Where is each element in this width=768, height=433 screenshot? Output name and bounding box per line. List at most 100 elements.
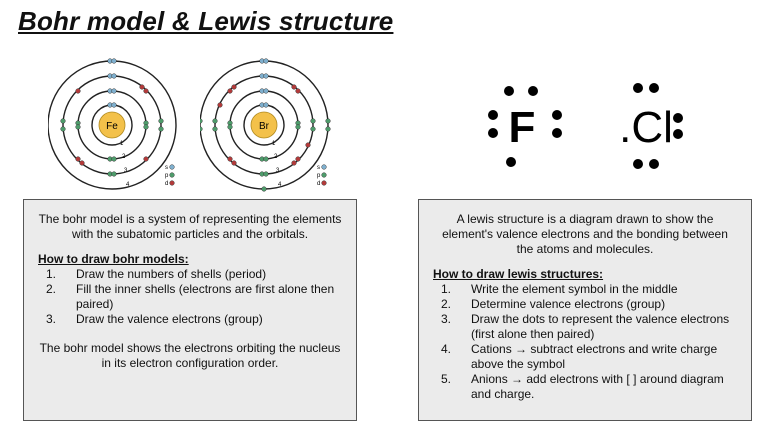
bohr-diagram-br: Br 1 2 3 4 s p d <box>200 58 331 192</box>
lewis-steps-list: 1. Write the element symbol in the middle… <box>433 282 737 402</box>
step-text: Draw the valence electrons (group) <box>76 312 263 326</box>
electron <box>111 73 117 79</box>
lewis-howto-title: How to draw lewis structures: <box>433 267 604 281</box>
electron-dot <box>673 113 683 123</box>
list-item: 3. Draw the valence electrons (group) <box>38 312 342 327</box>
shell-number: 1 <box>272 141 276 147</box>
legend-label: p <box>317 173 321 179</box>
nucleus <box>250 111 278 139</box>
shell-number: 3 <box>124 168 128 174</box>
electron <box>325 118 331 124</box>
electron <box>305 142 311 148</box>
electron <box>75 88 81 94</box>
electron <box>227 156 233 162</box>
step-number: 5. <box>441 372 452 386</box>
shell-number: 2 <box>122 154 126 160</box>
electron <box>231 84 237 90</box>
bohr-footer: The bohr model shows the electrons orbit… <box>39 341 341 370</box>
step-text: Fill the inner shells (electrons are fir… <box>76 282 335 311</box>
lewis-structure-info-box: A lewis structure is a diagram drawn to … <box>418 199 752 421</box>
electron <box>295 156 301 162</box>
lewis-symbol: .Cl <box>619 103 673 152</box>
electron-dot <box>649 159 659 169</box>
electron-dot <box>649 83 659 93</box>
electron <box>227 124 233 130</box>
step-number: 3. <box>441 312 452 326</box>
step-number: 3. <box>46 312 57 326</box>
legend-label: d <box>165 181 168 187</box>
legend-label: s <box>165 165 168 171</box>
shell-number: 1 <box>120 141 124 147</box>
electron <box>75 156 81 162</box>
list-item: 3. Draw the dots to represent the valence… <box>433 312 737 342</box>
step-text: Draw the dots to represent the valence e… <box>471 312 730 341</box>
lewis-description: A lewis structure is a diagram drawn to … <box>442 212 728 256</box>
electron <box>111 156 117 162</box>
electron <box>261 186 267 192</box>
electron <box>295 124 301 130</box>
legend-label: d <box>317 181 320 187</box>
step-number: 1. <box>441 282 452 296</box>
electron <box>295 88 301 94</box>
electron <box>60 118 66 124</box>
electron <box>227 88 233 94</box>
electron-dot <box>552 128 562 138</box>
shell-number: 4 <box>278 182 282 188</box>
electron-dot <box>506 157 516 167</box>
electron <box>263 88 269 94</box>
step-number: 2. <box>46 282 57 296</box>
electron <box>143 124 149 130</box>
lewis-structure-cl: .Cl <box>619 83 683 169</box>
legend-marker <box>169 164 175 170</box>
legend-marker <box>169 180 175 186</box>
electron <box>111 102 117 108</box>
electron <box>325 126 331 132</box>
electron-dot <box>488 128 498 138</box>
legend-marker <box>169 172 175 178</box>
step-text: Draw the numbers of shells (period) <box>76 267 267 281</box>
electron <box>79 160 85 166</box>
page-title: Bohr model & Lewis structure <box>18 6 394 36</box>
lewis-structure-f: F <box>488 86 562 167</box>
electron <box>291 84 297 90</box>
step-number: 2. <box>441 297 452 311</box>
electron <box>263 171 269 177</box>
electron <box>231 160 237 166</box>
electron-dot <box>488 110 498 120</box>
list-item: 1. Write the element symbol in the middle <box>433 282 737 297</box>
nucleus <box>98 111 126 139</box>
step-number: 1. <box>46 267 57 281</box>
step-text: Write the element symbol in the middle <box>471 282 678 296</box>
legend-label: s <box>317 165 320 171</box>
electron <box>139 84 145 90</box>
list-item: 5. Anions → add electrons with [ ] around… <box>433 372 737 402</box>
electron-dot <box>633 159 643 169</box>
electron <box>212 118 218 124</box>
bohr-description: The bohr model is a system of representi… <box>38 212 342 241</box>
electron <box>291 160 297 166</box>
legend-marker <box>321 164 327 170</box>
electron-dot <box>552 110 562 120</box>
electron <box>310 126 316 132</box>
electron <box>158 118 164 124</box>
electron-dot <box>504 86 514 96</box>
list-item: 4.Cations → subtract electrons and write… <box>433 342 737 372</box>
electron <box>263 73 269 79</box>
shell-number: 4 <box>126 182 130 188</box>
bohr-model-info-box: The bohr model is a system of representi… <box>23 199 357 421</box>
electron-dot <box>673 129 683 139</box>
legend-marker <box>321 180 327 186</box>
nucleus-symbol: Fe <box>106 121 118 132</box>
step-text: Anions → add electrons with [ ] around d… <box>471 372 724 401</box>
electron <box>217 102 223 108</box>
electron-dot <box>528 86 538 96</box>
electron-dot <box>633 83 643 93</box>
electron <box>60 126 66 132</box>
electron <box>310 118 316 124</box>
electron <box>75 124 81 130</box>
shell-number: 3 <box>276 168 280 174</box>
electron <box>111 58 117 64</box>
step-text: Cations → subtract electrons and write c… <box>471 342 718 371</box>
lewis-symbol: F <box>509 103 536 152</box>
electron <box>200 126 203 132</box>
